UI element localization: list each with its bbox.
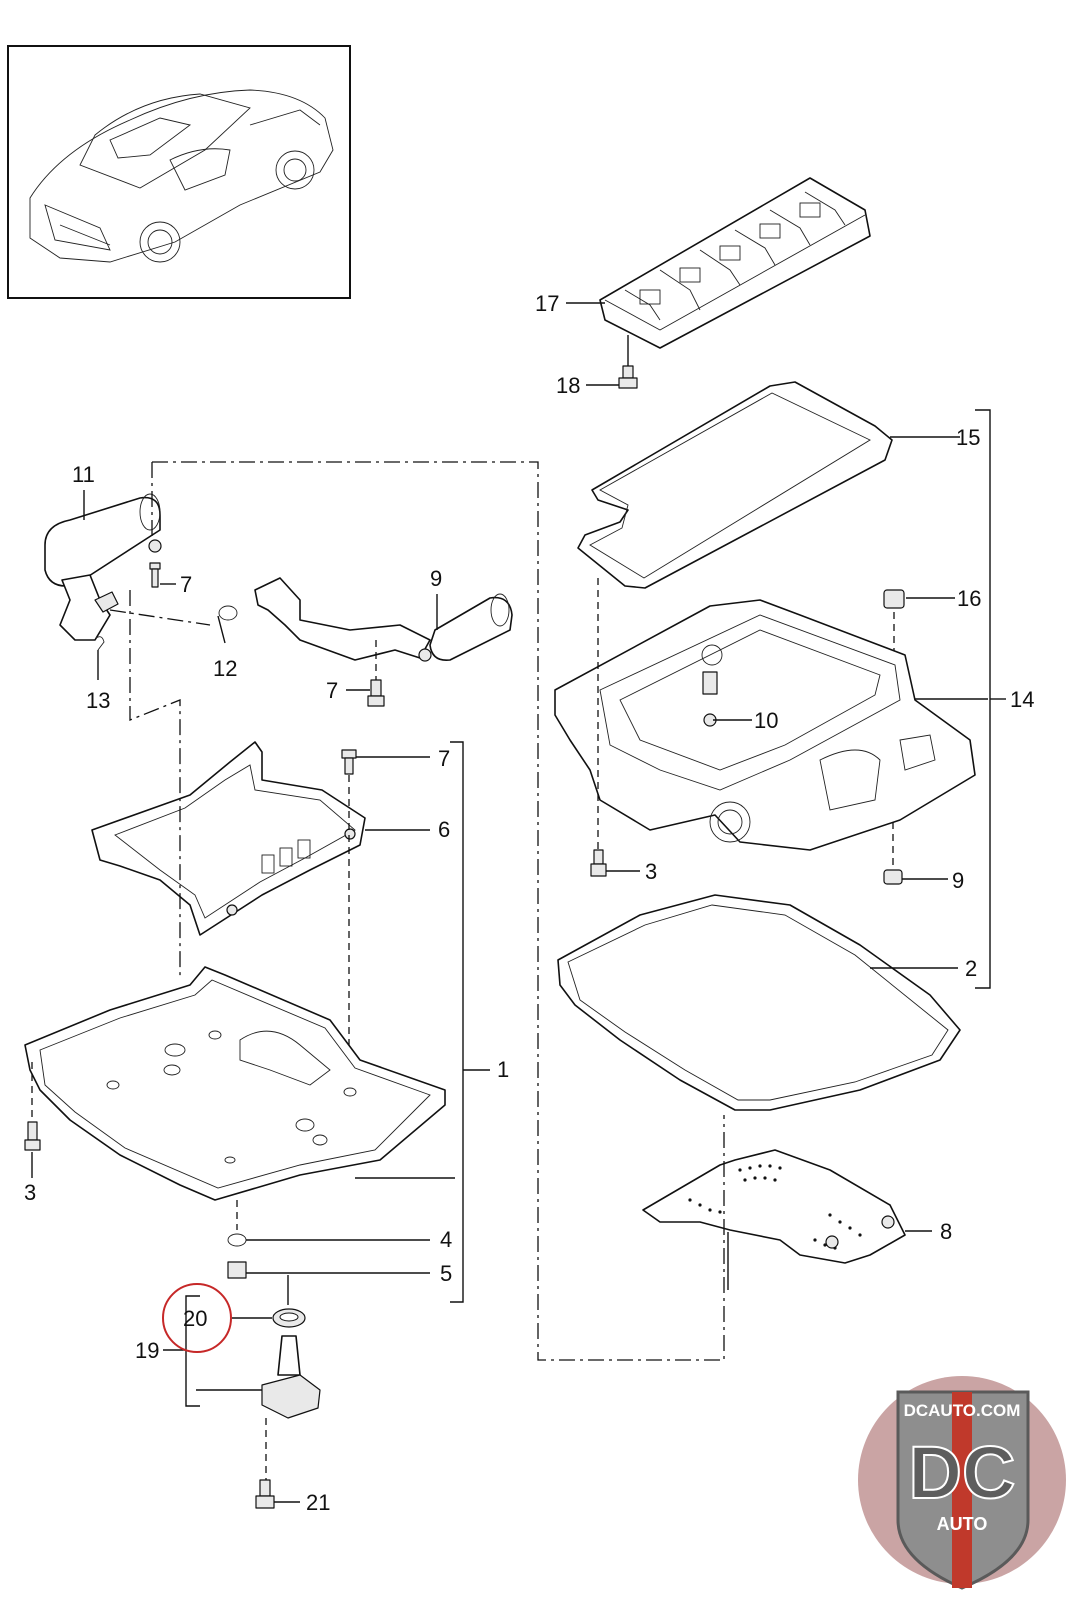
callout-labels: 1 2 3 3 4 5 6 7 7 7 8 9 9 10 11 12 13 14… bbox=[24, 291, 1034, 1515]
callout-20: 20 bbox=[183, 1306, 207, 1331]
callout-leaders bbox=[31, 302, 1006, 1503]
part-17-cover bbox=[599, 177, 871, 349]
callout-1: 1 bbox=[497, 1057, 509, 1082]
part-20-seal bbox=[272, 1275, 306, 1328]
callout-7-lower: 7 bbox=[438, 746, 450, 771]
part-14-housing bbox=[554, 599, 976, 851]
callout-6: 6 bbox=[438, 817, 450, 842]
part-18-bolt bbox=[618, 335, 638, 389]
callout-18: 18 bbox=[556, 373, 580, 398]
part-6-bracket bbox=[91, 741, 366, 936]
callout-17: 17 bbox=[535, 291, 559, 316]
logo-dc-text: DC bbox=[909, 1431, 1016, 1514]
callout-3-right: 3 bbox=[645, 859, 657, 884]
part-5-plug bbox=[227, 1261, 247, 1279]
part-7-bolt-upper bbox=[149, 562, 161, 588]
dcauto-logo: DCAUTO.COM DC AUTO bbox=[858, 1376, 1066, 1590]
vehicle-thumbnail bbox=[7, 45, 351, 299]
callout-11: 11 bbox=[72, 462, 95, 487]
callout-19: 19 bbox=[135, 1338, 159, 1363]
part-1-oil-pan bbox=[24, 966, 446, 1201]
callout-3-left: 3 bbox=[24, 1180, 36, 1205]
callout-8: 8 bbox=[940, 1219, 952, 1244]
part-15-gasket bbox=[577, 381, 893, 589]
callout-4: 4 bbox=[440, 1227, 452, 1252]
part-11-filter bbox=[44, 493, 162, 641]
callout-15: 15 bbox=[956, 425, 980, 450]
logo-site-text: DCAUTO.COM bbox=[904, 1401, 1021, 1420]
logo-auto-text: AUTO bbox=[937, 1514, 988, 1534]
highlight-circle bbox=[162, 1283, 232, 1353]
callout-12: 12 bbox=[213, 656, 237, 681]
callout-10: 10 bbox=[754, 708, 778, 733]
part-4-seal bbox=[227, 1200, 247, 1247]
assembly-boundary-lines bbox=[109, 461, 725, 1361]
callout-14: 14 bbox=[1010, 687, 1034, 712]
callout-21: 21 bbox=[306, 1490, 330, 1515]
callout-2: 2 bbox=[965, 956, 977, 981]
part-19-sensor bbox=[261, 1335, 321, 1480]
part-8-plate bbox=[642, 1149, 906, 1290]
callout-5: 5 bbox=[440, 1261, 452, 1286]
part-21-bolt bbox=[255, 1479, 275, 1509]
part-3-bolt-right bbox=[590, 578, 607, 877]
part-12-clip bbox=[218, 605, 238, 621]
callout-16: 16 bbox=[957, 586, 981, 611]
callout-9-pipe: 9 bbox=[430, 566, 442, 591]
part-7-bolt-lower bbox=[341, 749, 357, 1085]
callout-9-right: 9 bbox=[952, 868, 964, 893]
part-13-clip bbox=[95, 636, 105, 651]
part-7-bolt-mid bbox=[367, 640, 385, 707]
part-9-nut-right bbox=[883, 822, 903, 885]
part-16-plug bbox=[883, 589, 905, 680]
part-9-pipe bbox=[254, 577, 513, 662]
callout-7-mid: 7 bbox=[326, 678, 338, 703]
callout-13: 13 bbox=[86, 688, 110, 713]
callout-7-upper: 7 bbox=[180, 572, 192, 597]
part-3-bolt-left bbox=[24, 1062, 41, 1151]
part-2-gasket bbox=[557, 894, 961, 1111]
